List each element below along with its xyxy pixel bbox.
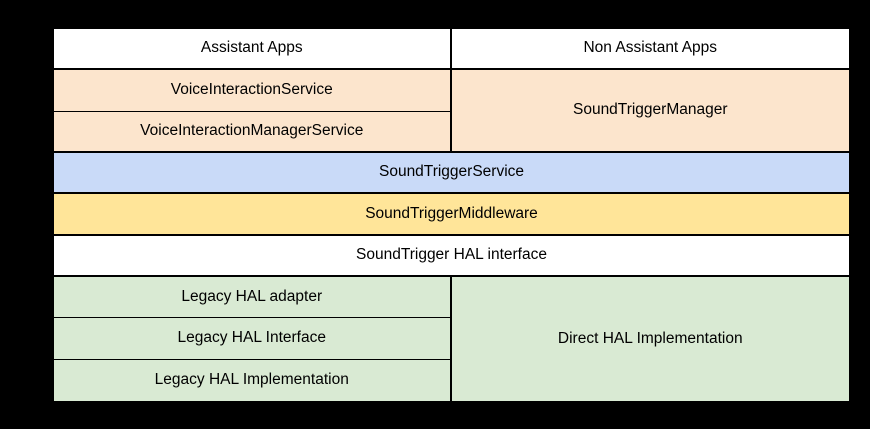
cell-label: Legacy HAL Implementation	[154, 371, 349, 389]
cell-non-assistant-apps: Non Assistant Apps	[451, 29, 849, 71]
cell-label: SoundTriggerManager	[572, 101, 728, 119]
cell-sound-trigger-service: SoundTriggerService	[54, 152, 849, 195]
cell-label: SoundTrigger HAL interface	[356, 246, 547, 264]
cell-sound-trigger-middleware: SoundTriggerMiddleware	[54, 194, 849, 236]
cell-label: Assistant Apps	[200, 39, 303, 57]
cell-label: VoiceInteractionManagerService	[140, 122, 364, 140]
cell-voice-interaction-manager-service: VoiceInteractionManagerService	[54, 111, 452, 153]
cell-label: Direct HAL Implementation	[557, 329, 743, 347]
cell-label: Legacy HAL adapter	[181, 287, 323, 305]
cell-legacy-hal-implementation: Legacy HAL Implementation	[54, 359, 452, 401]
cell-label: SoundTriggerService	[378, 163, 525, 181]
cell-label: Legacy HAL Interface	[177, 329, 326, 347]
cell-assistant-apps: Assistant Apps	[54, 29, 452, 71]
cell-soundtrigger-hal-interface: SoundTrigger HAL interface	[54, 235, 849, 277]
soundtrigger-stack-diagram: Assistant Apps Non Assistant Apps VoiceI…	[52, 27, 851, 403]
cell-label: SoundTriggerMiddleware	[365, 204, 538, 222]
cell-sound-trigger-manager: SoundTriggerManager	[451, 70, 849, 153]
cell-voice-interaction-service: VoiceInteractionService	[54, 70, 452, 112]
cell-legacy-hal-adapter: Legacy HAL adapter	[54, 276, 452, 319]
cell-label: VoiceInteractionService	[170, 81, 333, 99]
cell-legacy-hal-interface: Legacy HAL Interface	[54, 318, 452, 360]
cell-direct-hal-implementation: Direct HAL Implementation	[451, 276, 849, 401]
cell-label: Non Assistant Apps	[583, 39, 718, 57]
